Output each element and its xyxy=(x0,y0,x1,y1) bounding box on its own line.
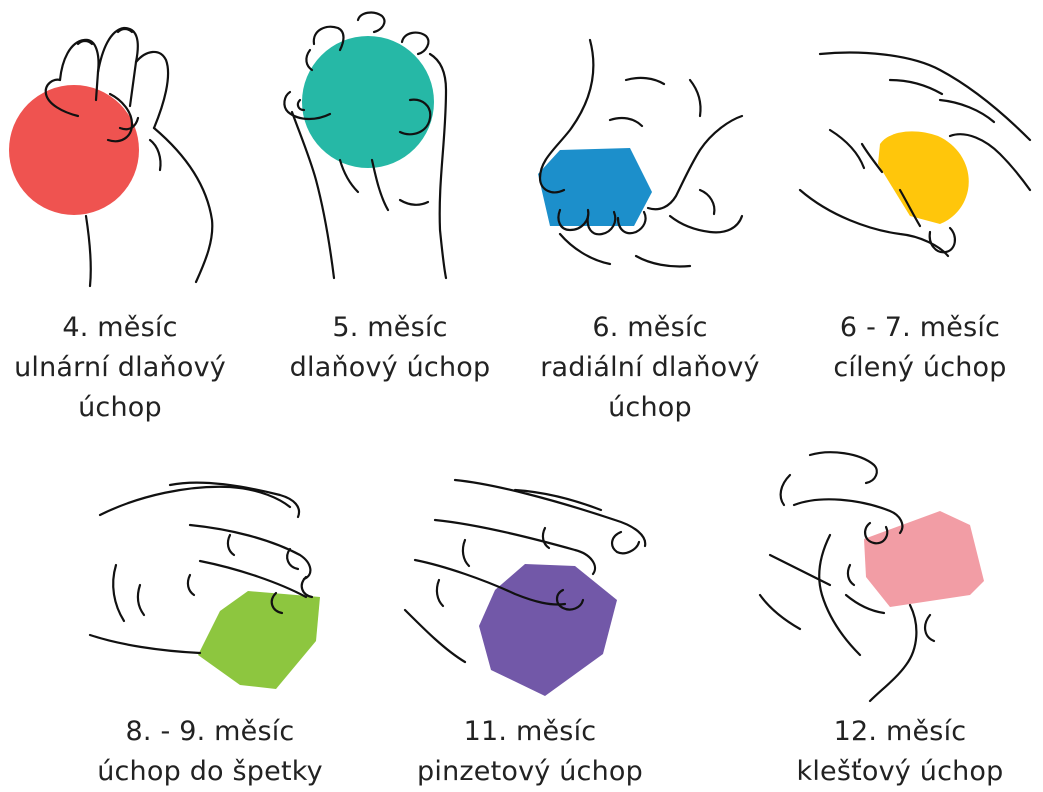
stage-caption-4: 6 - 7. měsíc cílený úchop xyxy=(800,308,1040,388)
radial-palmar-grasp-illustration xyxy=(530,20,760,280)
stage-grip-line1: dlaňový úchop xyxy=(270,348,510,388)
raking-grasp-illustration xyxy=(80,465,340,700)
stage-caption-7: 12. měsíc klešťový úchop xyxy=(770,712,1030,792)
stage-grip-line1: pinzetový úchop xyxy=(400,752,660,792)
stage-month: 6 - 7. měsíc xyxy=(800,308,1040,348)
tweezer-grasp-illustration xyxy=(750,445,1043,705)
ulnar-palmar-grasp-illustration xyxy=(0,20,240,290)
teal-ball-icon xyxy=(302,36,434,168)
stage-caption-5: 8. - 9. měsíc úchop do špetky xyxy=(80,712,340,792)
palmar-grasp-illustration xyxy=(270,10,490,280)
stage-grip-line1: klešťový úchop xyxy=(770,752,1030,792)
purple-block-icon xyxy=(479,564,617,696)
stage-grip-line2: úchop xyxy=(520,388,780,428)
stage-caption-2: 5. měsíc dlaňový úchop xyxy=(270,308,510,388)
pink-block-icon xyxy=(864,511,984,607)
stage-month: 8. - 9. měsíc xyxy=(80,712,340,752)
pincer-grasp-illustration xyxy=(395,470,665,700)
stage-month: 5. měsíc xyxy=(270,308,510,348)
stage-caption-1: 4. měsíc ulnární dlaňový úchop xyxy=(0,308,240,428)
stage-month: 4. měsíc xyxy=(0,308,240,348)
stage-grip-line1: radiální dlaňový xyxy=(520,348,780,388)
stage-month: 11. měsíc xyxy=(400,712,660,752)
targeted-grasp-illustration xyxy=(790,40,1043,270)
stage-grip-line1: cílený úchop xyxy=(800,348,1040,388)
stage-caption-3: 6. měsíc radiální dlaňový úchop xyxy=(520,308,780,428)
stage-caption-6: 11. měsíc pinzetový úchop xyxy=(400,712,660,792)
stage-grip-line1: úchop do špetky xyxy=(80,752,340,792)
stage-grip-line1: ulnární dlaňový xyxy=(0,348,240,388)
stage-month: 12. měsíc xyxy=(770,712,1030,752)
stage-grip-line2: úchop xyxy=(0,388,240,428)
yellow-block-icon xyxy=(878,131,969,224)
blue-block-icon xyxy=(538,148,652,226)
green-block-icon xyxy=(198,591,320,689)
red-ball-icon xyxy=(9,85,139,215)
stage-month: 6. měsíc xyxy=(520,308,780,348)
